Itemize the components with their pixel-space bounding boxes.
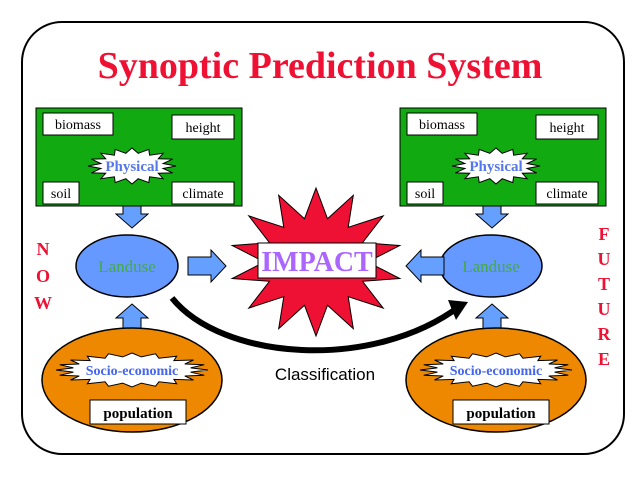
biomass-label-now: biomass	[55, 118, 101, 133]
socio-burst-now	[55, 352, 209, 388]
landuse-label-future: Landuse	[462, 257, 520, 276]
side-letter: N	[37, 239, 50, 259]
side-letter: E	[598, 349, 610, 369]
climate-label-now: climate	[182, 187, 223, 202]
height-box-now	[171, 114, 235, 140]
population-label-now: population	[103, 406, 173, 422]
classification-arrowhead	[448, 300, 468, 320]
classification-arrow	[169, 296, 464, 354]
physical-burst-now	[87, 147, 177, 185]
socio-label-now: Socio-economic	[86, 364, 179, 379]
landuse-label-now: Landuse	[98, 257, 156, 276]
soil-label-now: soil	[51, 187, 71, 202]
socio-burst-future	[419, 352, 573, 388]
landuse-ellipse-now	[75, 234, 179, 298]
side-letter: R	[598, 324, 612, 344]
side-letter: U	[598, 299, 611, 319]
soil-label-future: soil	[415, 187, 435, 202]
physical-label-future: Physical	[469, 159, 522, 175]
population-label-future: population	[466, 406, 536, 422]
side-letter: U	[598, 249, 611, 269]
side-label-now: N O W	[34, 239, 52, 313]
physical-label-now: Physical	[105, 159, 158, 175]
physical-burst-future	[451, 147, 541, 185]
classification-label: Classification	[275, 365, 375, 384]
population-box-now	[89, 399, 187, 425]
side-letter: W	[34, 293, 52, 313]
arrow-landuse-to-impact	[187, 248, 227, 284]
height-box-future	[535, 114, 599, 140]
population-box-future	[452, 399, 550, 425]
side-letter: O	[36, 266, 50, 286]
height-label-now: height	[186, 121, 221, 136]
side-label-future: F U T U R E	[598, 224, 612, 369]
arrow-down-physical-now	[114, 205, 150, 229]
impact-box	[257, 242, 377, 279]
soil-box-now	[42, 181, 80, 205]
panel-future: biomass height soil climate Physical Lan…	[399, 107, 607, 433]
biomass-box-future	[406, 112, 478, 136]
biomass-box-now	[42, 112, 114, 136]
biomass-label-future: biomass	[419, 118, 465, 133]
arrow-down-physical-future	[474, 205, 510, 229]
side-letter: T	[598, 274, 610, 294]
side-letter: F	[599, 224, 610, 244]
arrow-future-to-impact	[405, 248, 445, 284]
panel-now: biomass height soil climate Physical Lan…	[35, 107, 243, 433]
climate-box-now	[171, 181, 235, 205]
climate-box-future	[535, 181, 599, 205]
page-title: Synoptic Prediction System	[98, 45, 543, 87]
height-label-future: height	[550, 121, 585, 136]
socio-label-future: Socio-economic	[450, 364, 543, 379]
climate-label-future: climate	[546, 187, 587, 202]
impact-label: IMPACT	[261, 247, 373, 278]
soil-box-future	[406, 181, 444, 205]
